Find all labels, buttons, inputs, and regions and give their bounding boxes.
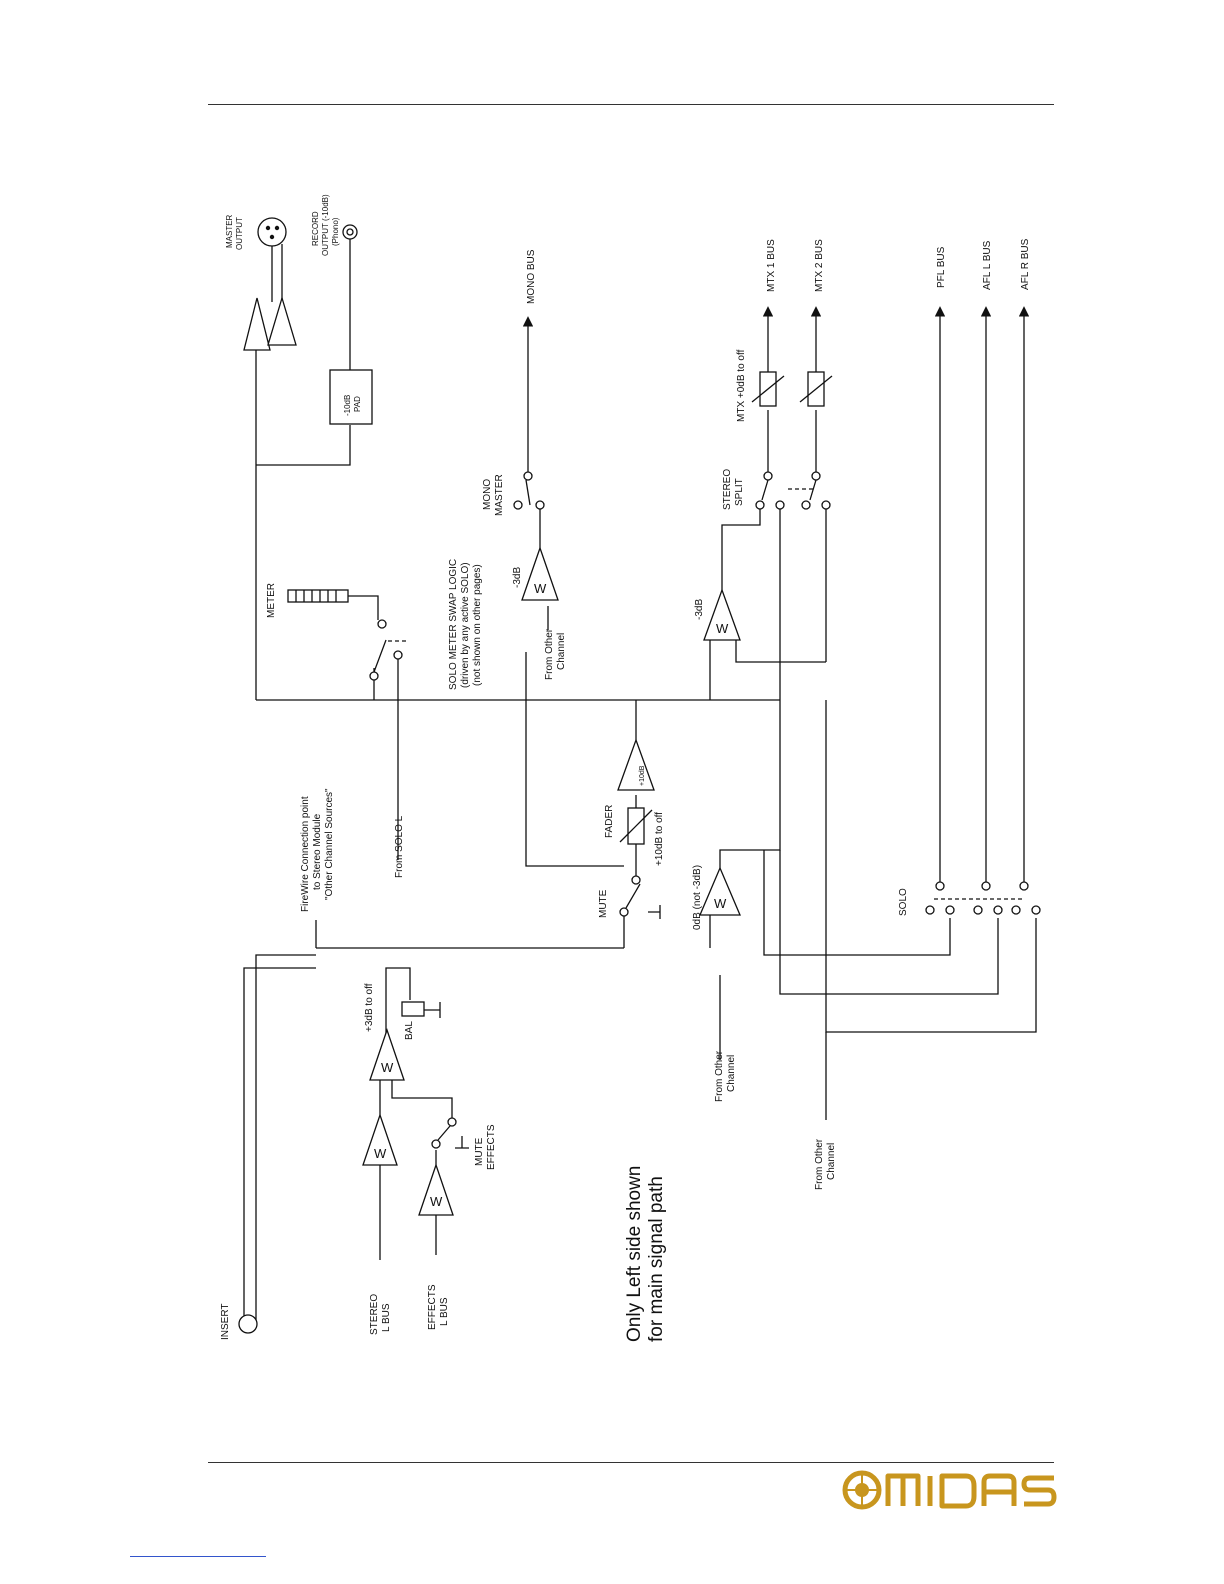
diagram-labels: INSERT STEREO L BUS EFFECTS L BUS MUTE E…	[220, 194, 1031, 1342]
footer-rule	[208, 1462, 1054, 1463]
from-other-channel-label: Channel	[556, 633, 567, 670]
mute-effects-label: MUTE	[474, 1137, 485, 1166]
fader-label: FADER	[604, 805, 615, 838]
amp-symbol: W	[534, 581, 547, 596]
amp-symbol: W	[714, 896, 727, 911]
afl-l-bus-label: AFL L BUS	[982, 240, 993, 290]
mono-master-label: MONO	[482, 479, 493, 510]
solo-label: SOLO	[898, 888, 909, 916]
signal-wires	[243, 238, 1037, 1322]
mtx-amp	[703, 588, 741, 641]
from-other-channel-label: Channel	[826, 1143, 837, 1180]
meter-label: METER	[266, 583, 277, 618]
stereo-split-label: STEREO	[722, 469, 733, 510]
firewire-label: FireWire Connection point	[300, 796, 311, 912]
effects-amp	[418, 1162, 454, 1216]
stereo-split-label: SPLIT	[734, 478, 745, 506]
mono-amp	[521, 546, 559, 601]
mute-effects-label: EFFECTS	[486, 1124, 497, 1170]
pad-box	[329, 369, 373, 425]
bal-range-label: +3dB to off	[364, 983, 375, 1032]
pfl-bus-label: PFL BUS	[936, 246, 947, 288]
mtx-gain-label: -3dB	[694, 599, 705, 620]
from-solo-l-label: From SOLO L	[394, 815, 405, 878]
insert-jack	[238, 1314, 258, 1334]
record-output-label: OUTPUT (-10dB)	[321, 194, 330, 256]
mtx2-bus-label: MTX 2 BUS	[814, 239, 825, 292]
zero-db-amp	[699, 866, 741, 916]
from-other-channel-label: From Other	[714, 1050, 725, 1102]
note-label: Only Left side shown	[624, 1166, 645, 1342]
amp-symbols: W W W W W W	[374, 581, 729, 1209]
solo-meter-swap-label: (not shown on other pages)	[472, 564, 483, 686]
zero-db-label: 0dB (not -3dB)	[692, 865, 703, 930]
fader-range-label: +10dB to off	[654, 812, 665, 866]
from-other-channel-label: Channel	[726, 1055, 737, 1092]
effects-l-bus-label: EFFECTS	[427, 1284, 438, 1330]
insert-label: INSERT	[220, 1304, 231, 1341]
stereo-l-amp	[362, 1112, 398, 1166]
from-other-channel-label: From Other	[544, 628, 555, 680]
mono-gain-label: -3dB	[512, 567, 523, 588]
mtx1-bus-label: MTX 1 BUS	[766, 239, 777, 292]
master-output-label: OUTPUT	[235, 217, 244, 250]
amp-symbol: W	[716, 621, 729, 636]
stereo-l-bus-label: L BUS	[381, 1303, 392, 1332]
master-output-label: MASTER	[225, 214, 234, 248]
bal-pot	[401, 1001, 425, 1017]
afl-r-bus-label: AFL R BUS	[1020, 238, 1031, 290]
summing-amp	[369, 1027, 405, 1081]
from-other-channel-label: From Other	[814, 1138, 825, 1190]
amp-symbol: W	[381, 1060, 394, 1075]
midas-logo	[842, 1470, 1057, 1510]
mute-label: MUTE	[598, 889, 609, 918]
effects-l-bus-label: L BUS	[439, 1297, 450, 1326]
record-output-label: RECORD	[311, 211, 320, 246]
note-label: for main signal path	[646, 1176, 667, 1342]
pad-label: -10dB	[343, 395, 352, 416]
mtx-range-label: MTX +0dB to off	[736, 349, 747, 422]
amp-symbol: W	[430, 1194, 443, 1209]
master-output-xlr	[257, 217, 287, 247]
bal-label: BAL	[404, 1021, 415, 1040]
solo-meter-swap-label: SOLO METER SWAP LOGIC	[448, 559, 459, 690]
footer-link-underline	[130, 1556, 266, 1557]
header-rule	[208, 104, 1054, 105]
pad-label: PAD	[353, 396, 362, 412]
record-output-label: (Phono)	[331, 217, 340, 246]
fader-amp-label: +10dB	[639, 765, 646, 786]
solo-meter-swap-label: (driven by any active SOLO)	[460, 562, 471, 688]
firewire-label: to Stereo Module	[312, 813, 323, 890]
components	[238, 217, 1041, 1334]
stereo-l-bus-label: STEREO	[369, 1294, 380, 1335]
mono-master-label: MASTER	[494, 474, 505, 516]
meter-bar	[287, 589, 349, 603]
plus-10db-amp	[617, 738, 655, 791]
amp-symbol: W	[374, 1146, 387, 1161]
mono-bus-label: MONO BUS	[526, 249, 537, 304]
firewire-label: "Other Channel Sources"	[324, 788, 335, 900]
